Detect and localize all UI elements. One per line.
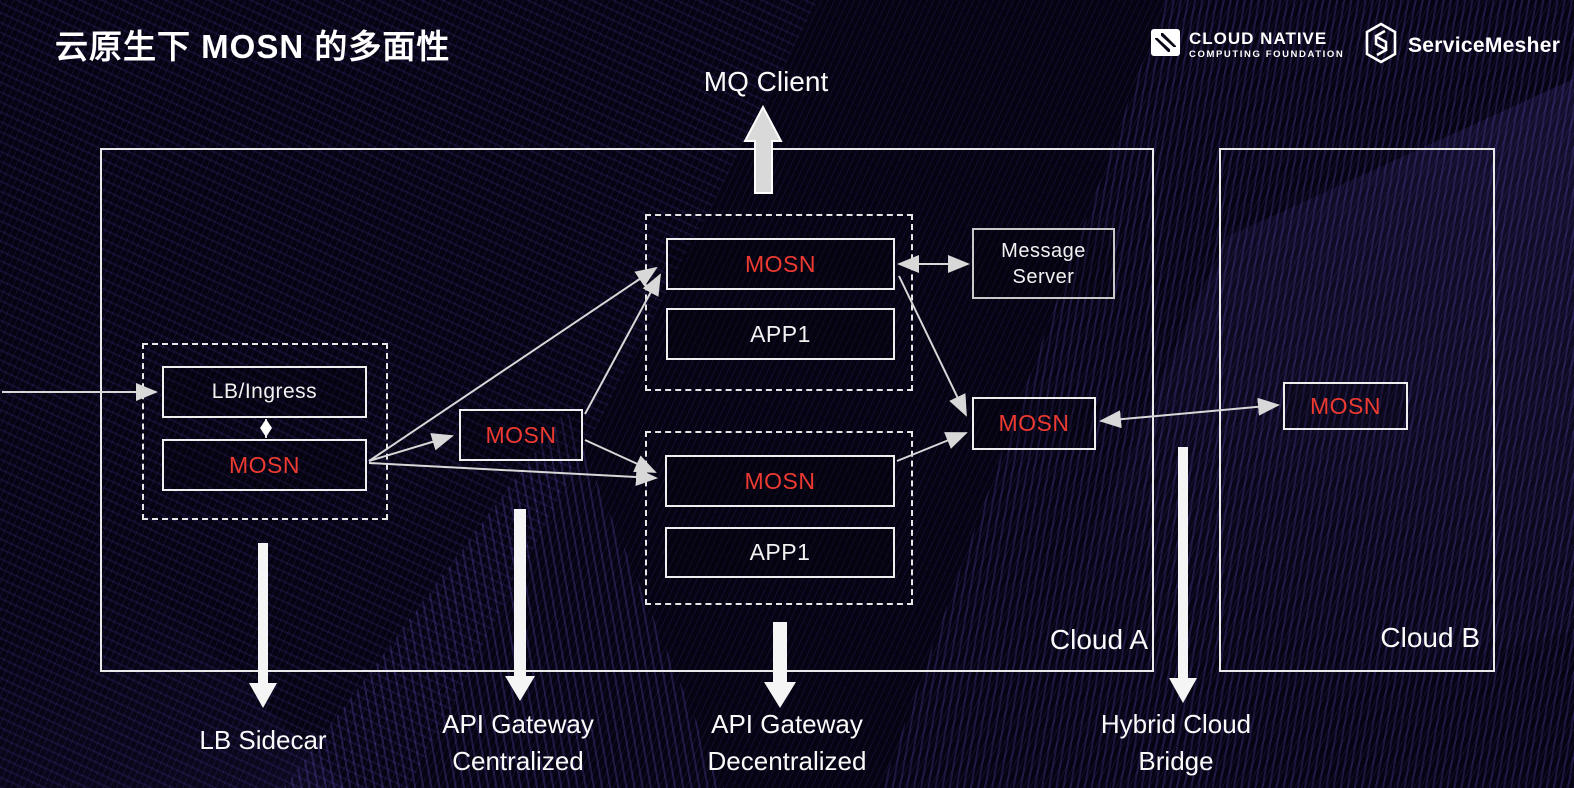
lb-ingress-node: LB/Ingress (162, 366, 367, 418)
pod-bottom-mosn-node: MOSN (665, 455, 895, 507)
pod-top-app-label: APP1 (750, 320, 811, 347)
cncf-logo-text-line2: COMPUTING FOUNDATION (1189, 49, 1345, 61)
hybrid-bridge-arrow (1169, 447, 1197, 703)
lb-mosn-node: MOSN (162, 439, 367, 491)
lb-mosn-label: MOSN (229, 451, 300, 478)
pod-bottom-app-node: APP1 (665, 527, 895, 578)
central-mosn-label: MOSN (485, 421, 557, 448)
cloud-a-label: Cloud A (1049, 624, 1148, 655)
caption-line: Decentralized (707, 746, 867, 776)
message-server-label: Message Server (1001, 239, 1086, 288)
caption-line: Centralized (452, 746, 584, 776)
servicemesher-logo-text: ServiceMesher (1408, 33, 1561, 57)
lb-ingress-label: LB/Ingress (211, 380, 318, 403)
cloud-b-mosn-label: MOSN (1310, 392, 1381, 419)
mq-client-label: MQ Client (703, 66, 829, 97)
cncf-logo: CLOUD NATIVE COMPUTING FOUNDATION (1150, 28, 1344, 62)
caption-hybrid-bridge: Hybrid Cloud Bridge (1056, 706, 1296, 780)
right-mosn-label: MOSN (998, 410, 1070, 436)
pod-bottom-mosn-label: MOSN (744, 467, 816, 494)
right-mosn-node: MOSN (972, 397, 1096, 450)
caption-line: Bridge (1138, 746, 1214, 776)
message-server-node: Message Server (972, 228, 1115, 299)
caption-apigw-decentralized: API Gateway Decentralized (657, 706, 917, 780)
servicemesher-logo-icon (1364, 22, 1398, 69)
cncf-logo-text-line1: CLOUD NATIVE (1189, 29, 1328, 49)
pod-bottom-app-label: APP1 (749, 539, 811, 565)
caption-line: API Gateway (711, 709, 863, 739)
central-mosn-node: MOSN (459, 409, 583, 461)
caption-apigw-centralized: API Gateway Centralized (398, 706, 638, 780)
cncf-logo-icon (1150, 28, 1181, 62)
cloud-b-label: Cloud B (1380, 622, 1480, 653)
pod-top-mosn-label: MOSN (745, 250, 816, 277)
cloud-b-mosn-node: MOSN (1283, 382, 1408, 430)
pod-top-mosn-node: MOSN (666, 238, 895, 290)
caption-line: Hybrid Cloud (1100, 709, 1252, 739)
caption-line: API Gateway (442, 709, 594, 739)
pod-bottom-group (645, 431, 913, 605)
pod-top-app-node: APP1 (666, 308, 895, 360)
caption-lb-sidecar: LB Sidecar (199, 725, 327, 755)
servicemesher-logo: ServiceMesher (1364, 22, 1560, 69)
page-title: 云原生下 MOSN 的多面性 (55, 28, 451, 65)
